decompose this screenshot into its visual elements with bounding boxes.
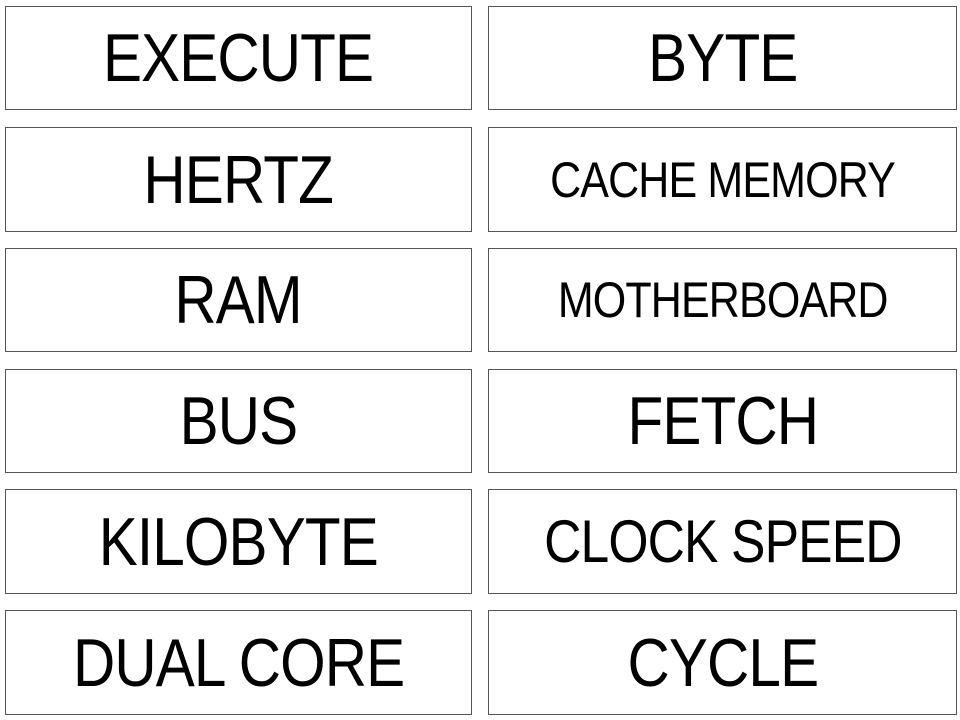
- word-card-label: FETCH: [627, 383, 818, 459]
- word-card-motherboard: MOTHERBOARD: [488, 248, 957, 352]
- word-card-cycle: CYCLE: [488, 610, 957, 715]
- word-card-hertz: HERTZ: [5, 127, 472, 232]
- word-card-clock-speed: CLOCK SPEED: [488, 489, 957, 594]
- word-card-label: EXECUTE: [103, 20, 374, 96]
- word-card-label: CLOCK SPEED: [543, 507, 902, 575]
- word-card-label: KILOBYTE: [98, 503, 379, 580]
- word-card-label: CACHE MEMORY: [550, 151, 896, 208]
- word-card-label: CYCLE: [627, 624, 819, 701]
- word-card-label: HERTZ: [143, 141, 334, 218]
- word-card-dual-core: DUAL CORE: [5, 610, 472, 715]
- word-card-byte: BYTE: [488, 6, 957, 110]
- word-card-label: MOTHERBOARD: [557, 272, 889, 328]
- word-card-label: DUAL CORE: [72, 624, 405, 701]
- word-card-label: BUS: [179, 383, 299, 459]
- word-card-kilobyte: KILOBYTE: [5, 489, 472, 594]
- word-card-ram: RAM: [5, 248, 472, 352]
- word-card-cache-memory: CACHE MEMORY: [488, 127, 957, 232]
- word-card-label: RAM: [174, 262, 303, 338]
- word-card-label: BYTE: [647, 20, 798, 96]
- word-card-execute: EXECUTE: [5, 6, 472, 110]
- word-card-bus: BUS: [5, 369, 472, 473]
- word-card-fetch: FETCH: [488, 369, 957, 473]
